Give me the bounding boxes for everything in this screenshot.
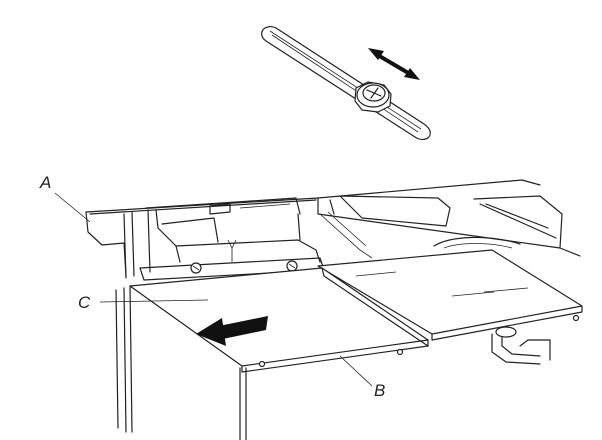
callout-label-a: A (39, 173, 51, 192)
cover-panel (129, 267, 429, 373)
callout-a: A (39, 173, 91, 223)
slotted-bracket-detail (261, 25, 431, 141)
cabinet-side (115, 285, 247, 440)
callout-label-c: C (78, 293, 91, 312)
adjustment-slider-with-screw-icon (261, 25, 431, 141)
callout-c: C (78, 293, 209, 312)
double-headed-arrow-icon (368, 48, 420, 80)
right-shelf-panel (317, 249, 583, 365)
callout-label-b: B (374, 381, 385, 400)
callout-b: B (339, 355, 385, 400)
slide-direction-arrow-icon (196, 316, 268, 346)
